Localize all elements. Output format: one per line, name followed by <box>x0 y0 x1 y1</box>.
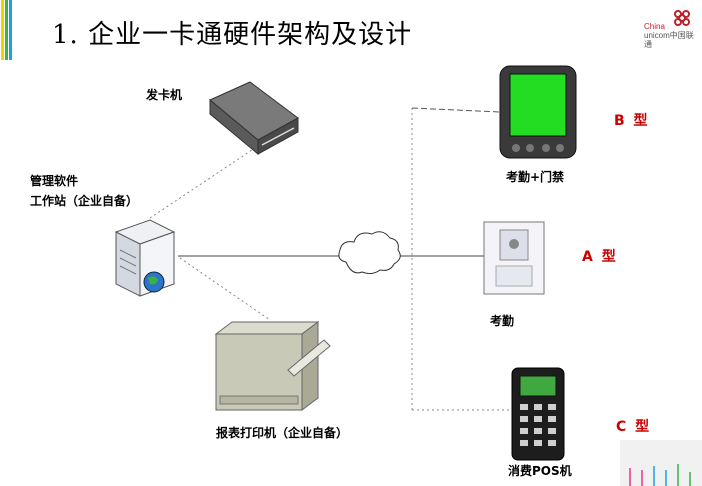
pos-terminal-icon <box>511 367 565 461</box>
workstation-label-line1: 管理软件 <box>30 174 79 188</box>
stripe-yellow <box>1 0 4 60</box>
logo-text: China unicom中国联通 <box>644 22 700 49</box>
link-printer-workstation <box>179 257 271 321</box>
pos-label: 消费POS机 <box>508 464 572 478</box>
left-stripes <box>0 0 16 60</box>
logo-line-unicom: unicom中国联通 <box>644 31 694 49</box>
china-unicom-logo <box>674 10 690 26</box>
network-cloud-icon <box>338 231 401 275</box>
card-issuer-icon <box>209 81 299 156</box>
logo-line-china: China <box>644 22 665 31</box>
stripe-green <box>5 0 8 60</box>
stripe-blue <box>9 0 12 60</box>
decorative-corner <box>620 440 702 486</box>
attendance-terminal-icon <box>483 221 545 295</box>
workstation-label-line2: 工作站（企业自备） <box>30 194 139 208</box>
printer-label: 报表打印机（企业自备） <box>216 426 349 440</box>
attendance-access-label: 考勤+门禁 <box>506 170 565 184</box>
page-title: 1. 企业一卡通硬件架构及设计 <box>52 20 413 50</box>
link-bus-pda <box>411 107 501 113</box>
link-issuer-workstation <box>149 149 253 219</box>
card-issuer-label: 发卡机 <box>146 88 183 102</box>
report-printer-icon <box>214 321 331 411</box>
type-c-label: C 型 <box>616 419 652 435</box>
server-workstation-icon <box>114 219 176 297</box>
type-a-label: A 型 <box>582 249 618 265</box>
attendance-label: 考勤 <box>490 314 515 328</box>
type-b-label: B 型 <box>614 113 650 129</box>
pda-attendance-access-icon <box>499 65 577 159</box>
